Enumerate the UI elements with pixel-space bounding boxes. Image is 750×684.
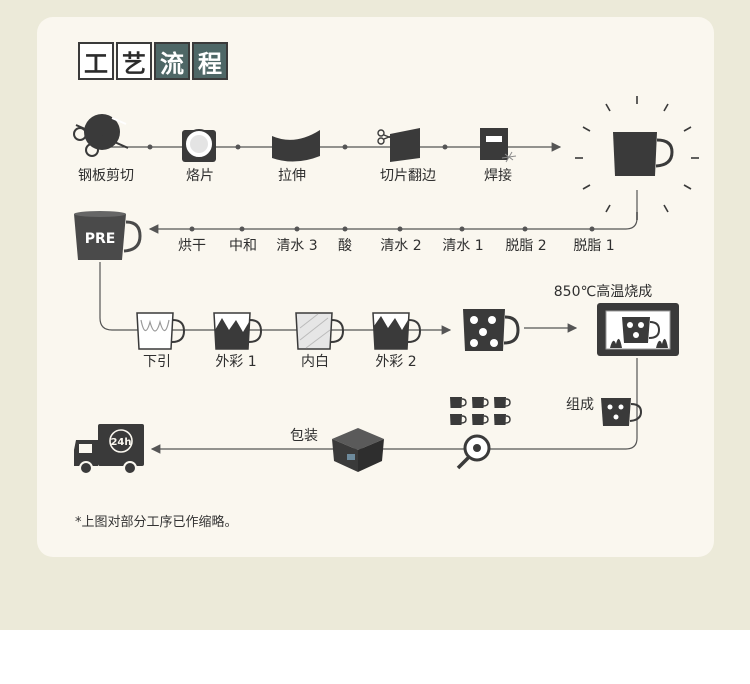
truck-badge: 24h bbox=[110, 437, 131, 448]
row4-connector bbox=[150, 358, 638, 454]
steel-cutting-icon bbox=[73, 114, 129, 157]
delivery-truck-icon bbox=[74, 424, 144, 475]
title-char-1: 工 bbox=[78, 42, 114, 80]
under-glaze-mug-icon bbox=[136, 312, 186, 350]
step-disc-blanking: 烙片 bbox=[186, 168, 214, 184]
row2-connector bbox=[148, 190, 638, 234]
kiln-icon bbox=[597, 303, 679, 356]
row2-connector-dots bbox=[189, 226, 595, 232]
mug-grid-icon bbox=[449, 396, 511, 426]
package-box-icon bbox=[332, 428, 384, 472]
step-outer-color-2: 外彩 2 bbox=[375, 354, 416, 370]
magnifier-icon bbox=[456, 434, 491, 470]
stretching-icon bbox=[272, 130, 320, 162]
pre-label: PRE bbox=[85, 231, 116, 247]
pre-treatment-mug-icon bbox=[74, 211, 142, 260]
row3-connector bbox=[99, 262, 452, 335]
step-rinse-3: 清水 3 bbox=[276, 238, 317, 254]
step-trimming: 切片翻边 bbox=[380, 168, 436, 184]
step-package: 包装 bbox=[290, 428, 318, 444]
assembled-mug-icon bbox=[601, 398, 643, 426]
process-card bbox=[37, 17, 714, 557]
title-char-4: 程 bbox=[192, 42, 228, 80]
step-assemble: 组成 bbox=[566, 397, 594, 413]
step-firing: 850℃高温烧成 bbox=[554, 283, 652, 300]
step-under-glaze: 下引 bbox=[143, 354, 171, 370]
step-welding: 焊接 bbox=[484, 167, 512, 184]
inner-white-mug-icon bbox=[295, 312, 345, 350]
decorated-mug-icon bbox=[463, 309, 520, 351]
step-inner-white: 内白 bbox=[301, 354, 329, 370]
step-stretching: 拉伸 bbox=[278, 168, 306, 184]
step-rinse-2: 清水 2 bbox=[380, 238, 421, 254]
title-char-3: 流 bbox=[154, 42, 190, 80]
mug-body-icon bbox=[575, 96, 699, 220]
outer-color-1-mug-icon bbox=[213, 312, 263, 350]
welding-icon bbox=[480, 128, 517, 163]
step-neutralize: 中和 bbox=[229, 238, 257, 254]
step-rinse-1: 清水 1 bbox=[442, 238, 483, 254]
step-outer-color-1: 外彩 1 bbox=[215, 354, 256, 370]
step-steel-cutting: 钢板剪切 bbox=[78, 168, 134, 184]
title-char-2: 艺 bbox=[116, 42, 152, 80]
step-degrease-1: 脱脂 1 bbox=[573, 238, 614, 254]
step-acid: 酸 bbox=[338, 238, 352, 254]
footnote: *上图对部分工序已作缩略。 bbox=[75, 514, 238, 530]
step-degrease-2: 脱脂 2 bbox=[505, 238, 546, 254]
trimming-icon bbox=[377, 128, 420, 162]
outer-color-2-mug-icon bbox=[372, 312, 422, 350]
disc-blank-icon bbox=[182, 129, 216, 162]
step-drying: 烘干 bbox=[178, 238, 206, 254]
